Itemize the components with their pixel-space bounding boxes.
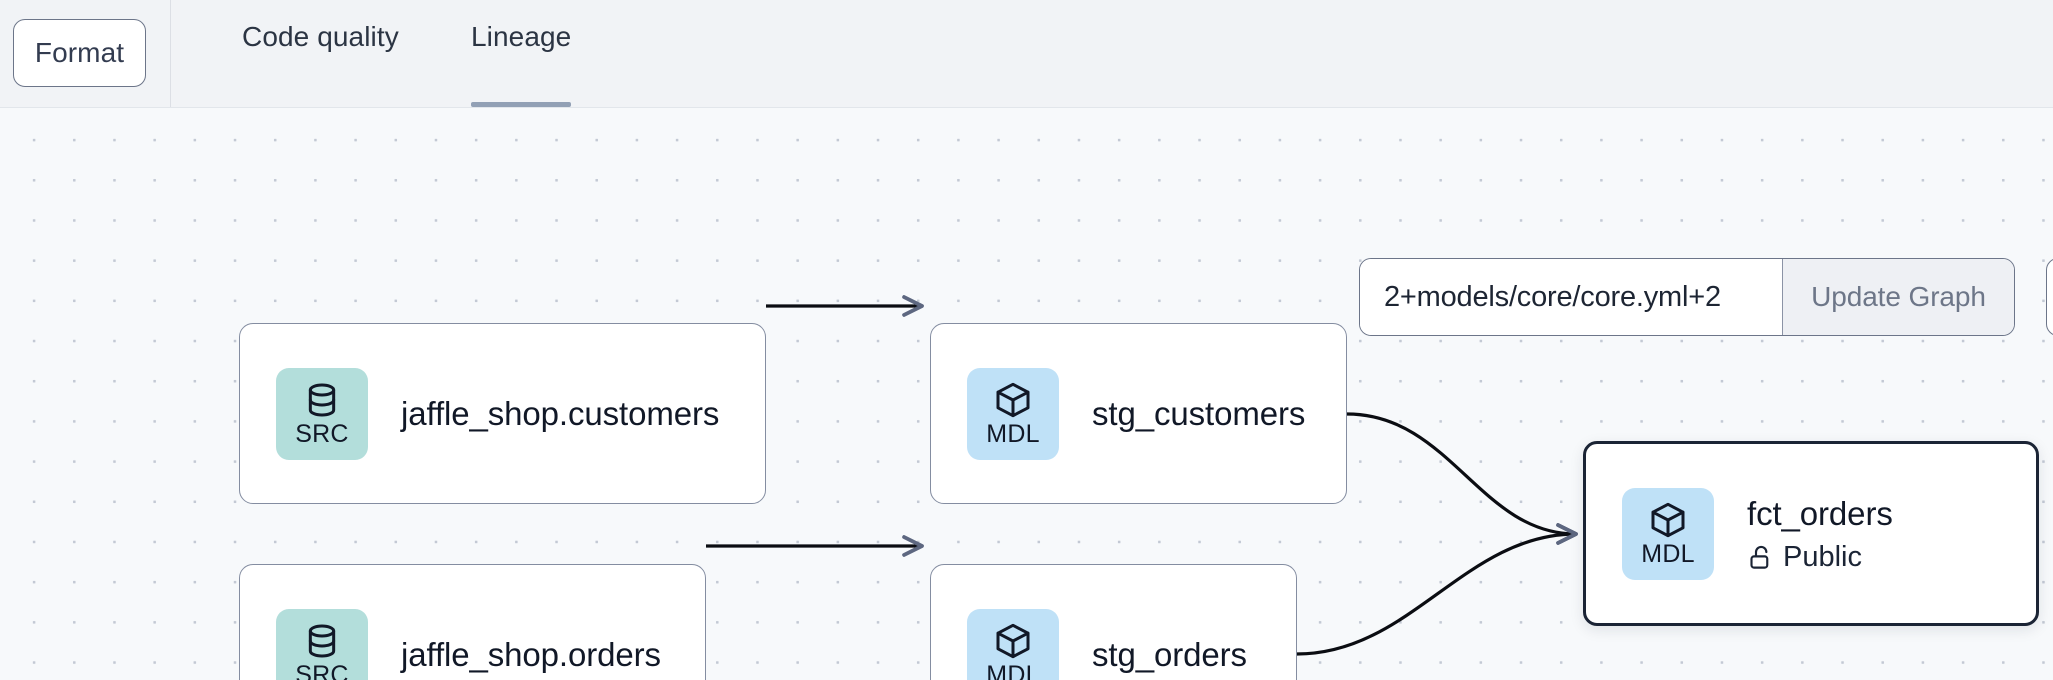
lineage-node-src-customers[interactable]: SRC jaffle_shop.customers (239, 323, 766, 504)
node-badge-label: MDL (1641, 540, 1695, 568)
lineage-node-stg-customers[interactable]: MDL stg_customers (930, 323, 1347, 504)
node-type-badge-src: SRC (276, 367, 368, 460)
tab-code-quality[interactable]: Code quality (242, 0, 399, 107)
lineage-canvas[interactable]: SRC jaffle_shop.customers SRC jaffle_sho… (0, 108, 2053, 680)
update-graph-button[interactable]: Update Graph (1782, 259, 2014, 335)
cube-icon (1651, 502, 1685, 538)
graph-controls: Update Graph (1359, 258, 2015, 336)
lineage-node-fct-orders[interactable]: MDL fct_orders Public (1583, 441, 2039, 626)
node-access-badge: Public (1747, 541, 1893, 573)
tab-code-quality-label: Code quality (242, 21, 399, 52)
node-title: stg_customers (1092, 394, 1306, 432)
node-access-label: Public (1783, 541, 1862, 573)
lineage-node-stg-orders[interactable]: MDL stg_orders (930, 564, 1297, 680)
selector-group: Update Graph (1359, 258, 2015, 336)
node-type-badge-mdl: MDL (967, 608, 1059, 680)
edge-stg-customers-to-fct-orders (1346, 412, 1578, 545)
node-type-badge-src: SRC (276, 608, 368, 680)
node-title: jaffle_shop.customers (401, 394, 720, 432)
tab-lineage-label: Lineage (471, 21, 572, 52)
node-badge-label: MDL (986, 661, 1040, 680)
unlock-icon (1750, 545, 1769, 569)
node-text-block: jaffle_shop.orders (401, 635, 661, 675)
edge-stg-orders-to-fct-orders (1296, 523, 1578, 656)
tab-lineage[interactable]: Lineage (471, 0, 572, 107)
node-text-block: fct_orders Public (1747, 494, 1893, 573)
node-text-block: stg_customers (1092, 394, 1305, 434)
format-button[interactable]: Format (13, 19, 146, 87)
node-text-block: stg_orders (1092, 635, 1247, 675)
format-zone: Format (0, 0, 171, 107)
node-type-badge-mdl: MDL (1622, 487, 1714, 580)
node-badge-label: SRC (295, 420, 349, 448)
tab-active-indicator (471, 102, 572, 107)
cube-icon (996, 382, 1030, 418)
node-type-badge-mdl: MDL (967, 367, 1059, 460)
lineage-node-src-orders[interactable]: SRC jaffle_shop.orders (239, 564, 706, 680)
cube-icon (996, 623, 1030, 659)
node-title: stg_orders (1092, 635, 1247, 673)
database-icon (308, 383, 336, 417)
node-badge-label: SRC (295, 661, 349, 680)
graph-side-control-button[interactable] (2046, 258, 2053, 336)
selector-input[interactable] (1360, 259, 1782, 335)
node-badge-label: MDL (986, 420, 1040, 448)
database-icon (308, 624, 336, 658)
node-title: jaffle_shop.orders (401, 635, 661, 673)
node-text-block: jaffle_shop.customers (401, 394, 719, 434)
editor-toolbar: Format Code quality Lineage (0, 0, 2053, 108)
node-title: fct_orders (1747, 495, 1893, 532)
